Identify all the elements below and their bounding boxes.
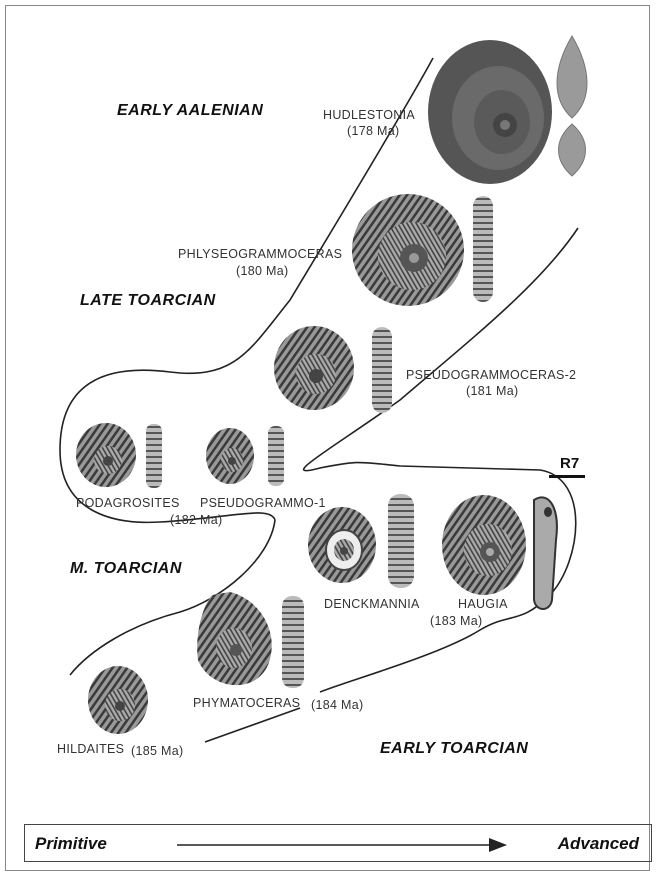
lineage-line-bottom <box>205 708 300 742</box>
phymatoceras-name: PHYMATOCERAS <box>193 696 300 711</box>
pseudogrammoceras-2-section <box>372 327 392 413</box>
stage-early-aalenian: EARLY AALENIAN <box>117 102 263 120</box>
legend-primitive: Primitive <box>35 834 107 854</box>
pseudogrammo-1-section <box>268 426 284 486</box>
r7-marker-label: R7 <box>560 455 579 472</box>
phymatoceras-age: (184 Ma) <box>311 698 363 713</box>
r7-marker-bar <box>549 475 585 478</box>
hudlestonia-name: HUDLESTONIA <box>323 108 415 123</box>
legend-box: Primitive Advanced <box>24 824 652 862</box>
phlyseogrammoceras-name: PHLYSEOGRAMMOCERAS <box>178 247 342 262</box>
hildaites-age: (185 Ma) <box>131 744 183 759</box>
haugia-age: (183 Ma) <box>430 614 482 629</box>
pseudogrammoceras-2-fossil <box>274 326 354 410</box>
hudlestonia-fossil <box>428 40 552 184</box>
denckmannia-name: DENCKMANNIA <box>324 597 420 612</box>
phlyseogrammoceras-age: (180 Ma) <box>236 264 288 279</box>
pseudogrammoceras-2-age: (181 Ma) <box>466 384 518 399</box>
pseudogrammo-1-name: PSEUDOGRAMMO-1 <box>200 496 326 511</box>
hudlestonia-age: (178 Ma) <box>347 124 399 139</box>
phlyseogrammoceras-section <box>473 196 493 302</box>
phymatoceras-fossil <box>197 592 272 685</box>
haugia-fossil <box>442 495 526 595</box>
pseudogrammo-1-age: (182 Ma) <box>170 513 222 528</box>
haugia-section <box>534 497 557 609</box>
denckmannia-fossil <box>308 507 376 583</box>
stage-late-toarcian: LATE TOARCIAN <box>80 292 216 310</box>
denckmannia-section <box>388 494 414 588</box>
legend-arrow <box>177 835 517 855</box>
hildaites-fossil <box>88 666 148 734</box>
hildaites-name: HILDAITES <box>57 742 124 757</box>
pseudogrammo-1-fossil <box>206 428 254 484</box>
stage-m-toarcian: M. TOARCIAN <box>70 560 182 578</box>
hudlestonia-section <box>557 36 587 176</box>
podagrosites-fossil <box>76 423 136 487</box>
phlyseogrammoceras-fossil <box>352 194 464 306</box>
podagrosites-section <box>146 424 162 488</box>
podagrosites-name: PODAGROSITES <box>76 496 180 511</box>
legend-advanced: Advanced <box>558 834 639 854</box>
haugia-name: HAUGIA <box>458 597 508 612</box>
stage-early-toarcian: EARLY TOARCIAN <box>380 740 528 758</box>
phymatoceras-section <box>282 596 304 688</box>
pseudogrammoceras-2-name: PSEUDOGRAMMOCERAS-2 <box>406 368 576 383</box>
